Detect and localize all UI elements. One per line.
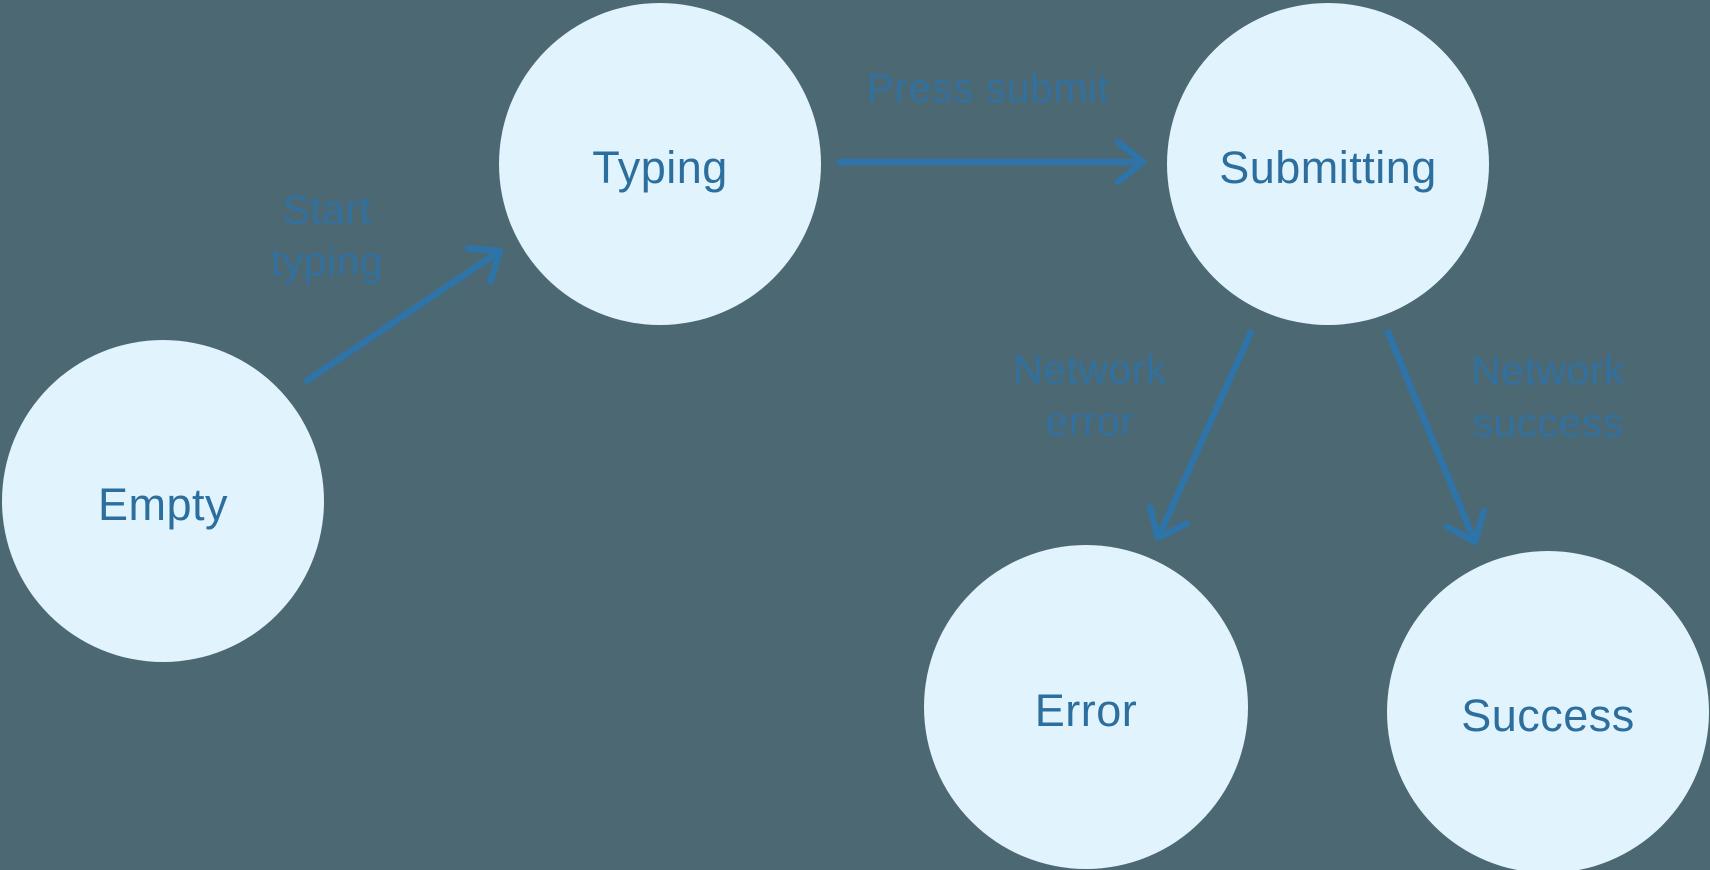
transition-label-start-typing: Start typing xyxy=(270,186,384,285)
transition-label-press-submit: Press submit xyxy=(866,64,1110,111)
state-node-label-error: Error xyxy=(1034,685,1138,736)
transition-arrow-network-success xyxy=(1383,328,1488,546)
state-node-label-success: Success xyxy=(1461,690,1635,741)
state-node-label-empty: Empty xyxy=(97,479,229,530)
state-node-empty: Empty xyxy=(2,340,324,662)
state-node-typing: Typing xyxy=(499,3,821,325)
state-node-label-submitting: Submitting xyxy=(1219,142,1437,193)
state-node-label-typing: Typing xyxy=(592,142,728,193)
transition-label-network-error: Network error xyxy=(1013,346,1167,445)
state-node-submitting: Submitting xyxy=(1167,3,1489,325)
state-node-error: Error xyxy=(924,545,1248,869)
transition-label-network-success: Network success xyxy=(1471,347,1625,446)
transition-arrow-network-error xyxy=(1146,328,1255,542)
state-node-success: Success xyxy=(1387,551,1709,870)
